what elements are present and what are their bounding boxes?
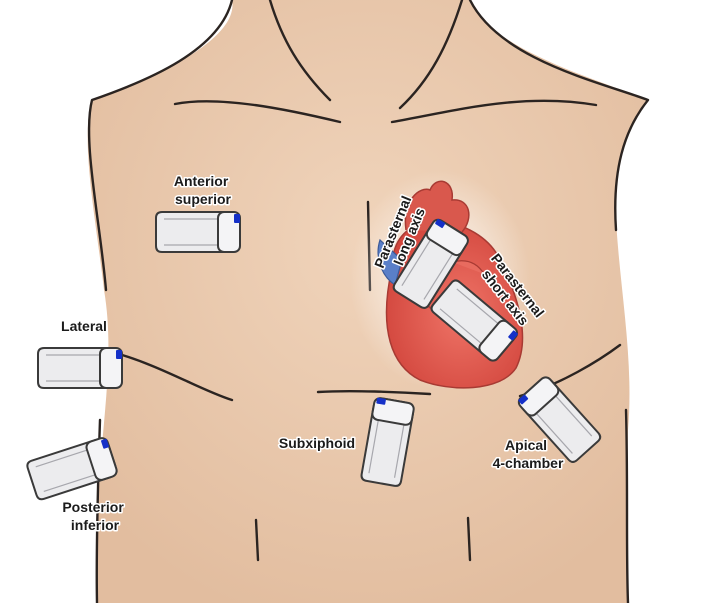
label-subxiphoid: Subxiphoid [279, 435, 355, 451]
neck-left-line [268, 0, 332, 102]
label-posterior-inferior: Posterior inferior [62, 499, 127, 533]
clavicle-left [173, 100, 342, 124]
probe-anterior-superior [155, 211, 241, 253]
clavicle-right [390, 99, 598, 124]
shoulder-right-line [468, 0, 650, 232]
flank-right [624, 408, 630, 603]
label-apical: Apical 4-chamber [493, 437, 564, 471]
abdomen-left [254, 518, 260, 562]
label-lateral: Lateral [61, 318, 107, 334]
shoulder-left-line [87, 0, 234, 292]
costal-line [316, 389, 432, 396]
abdomen-right [466, 516, 472, 562]
label-anterior-superior: Anterior superior [174, 173, 232, 207]
neck-right-line [398, 0, 464, 110]
probe-lateral [37, 347, 123, 389]
pectoral-left [110, 350, 234, 402]
